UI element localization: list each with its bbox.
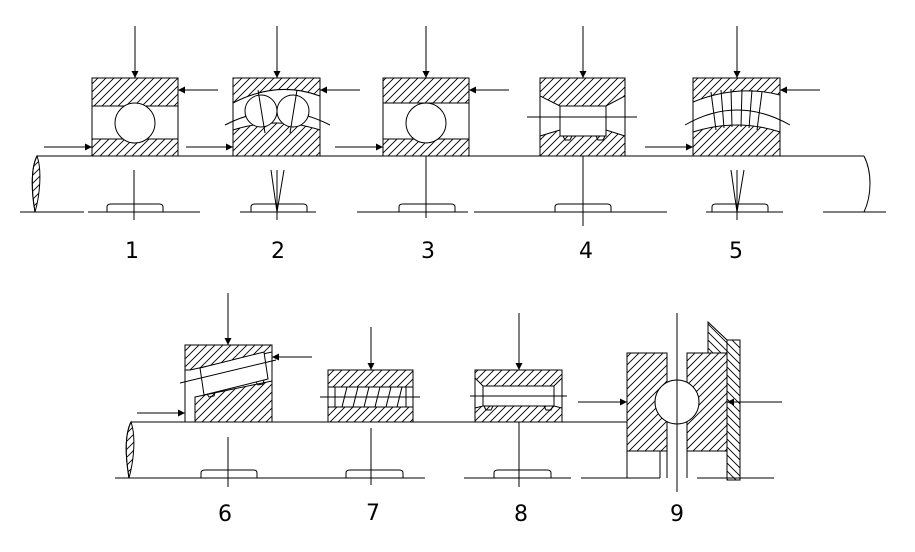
bearing-8 — [464, 313, 571, 487]
bearing-label-5: 5 — [729, 239, 743, 264]
bearing-label-1: 1 — [125, 239, 139, 264]
bearing-9 — [578, 313, 782, 492]
bearing-7 — [308, 327, 425, 485]
bearing-label-4: 4 — [579, 239, 593, 264]
bearing-label-6: 6 — [218, 502, 232, 527]
bearing-4 — [474, 26, 667, 226]
bearing-6 — [137, 293, 312, 487]
bearing-3 — [335, 26, 509, 218]
bearing-label-8: 8 — [514, 502, 528, 527]
bearing-1 — [44, 26, 218, 220]
bearing-label-9: 9 — [670, 502, 684, 527]
bearing-2 — [186, 26, 360, 220]
bearing-label-7: 7 — [366, 501, 380, 526]
bearing-label-2: 2 — [271, 239, 285, 264]
bearing-label-3: 3 — [421, 239, 435, 264]
bearing-5 — [645, 26, 820, 220]
